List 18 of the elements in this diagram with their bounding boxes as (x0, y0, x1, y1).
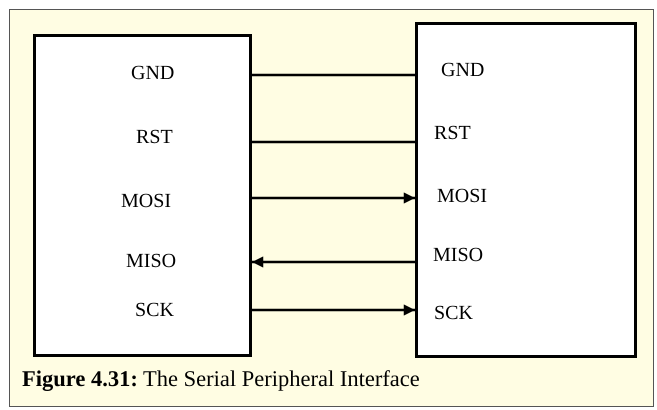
signal-line (252, 74, 415, 76)
pin-label: MOSI (121, 189, 172, 213)
pin-label: SCK (135, 298, 174, 322)
signal-line (252, 140, 415, 144)
device-box (415, 22, 637, 358)
pin-label: GND (441, 58, 484, 82)
pin-label: GND (131, 61, 174, 85)
device-box (33, 34, 252, 357)
signal-arrow (252, 192, 415, 204)
figure-caption: Figure 4.31: The Serial Peripheral Interface (22, 366, 421, 392)
pin-label: MOSI (437, 184, 488, 208)
pin-label: RST (136, 125, 173, 149)
signal-arrow (252, 256, 415, 268)
pin-label: SCK (434, 301, 473, 325)
pin-label: MISO (433, 243, 484, 267)
signal-arrow (252, 304, 415, 316)
pin-label: RST (434, 121, 471, 145)
pin-label: MISO (126, 249, 176, 273)
